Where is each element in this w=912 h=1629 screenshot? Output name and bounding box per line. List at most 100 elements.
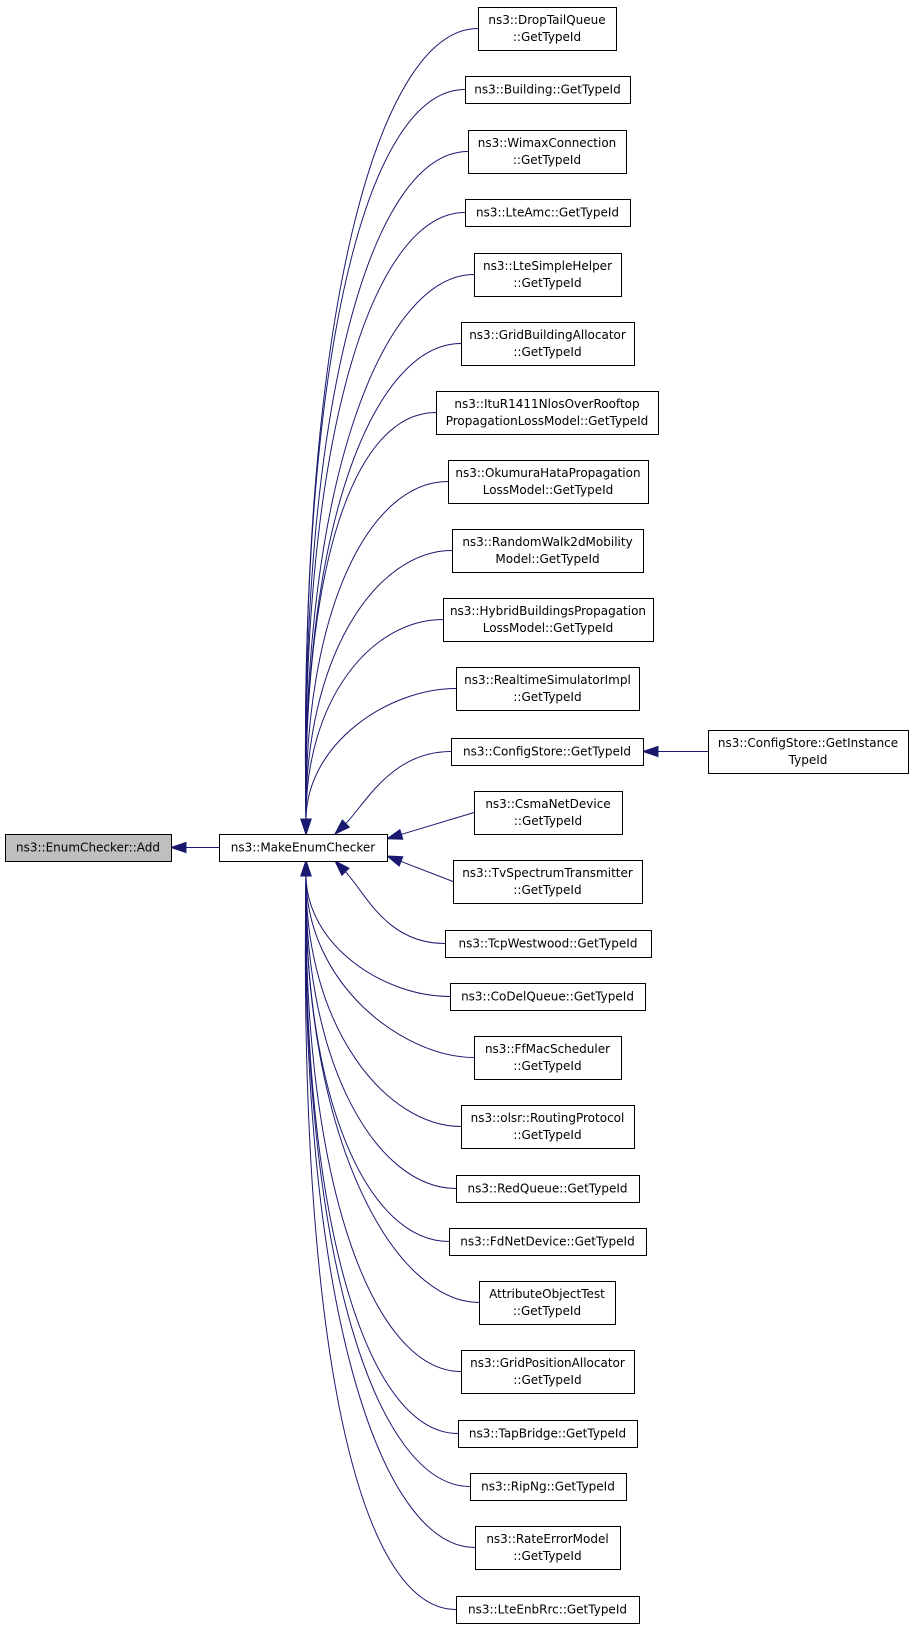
node-box [470,1473,627,1501]
node-lteenbrrc[interactable]: ns3::LteEnbRrc::GetTypeId [456,1596,640,1624]
node-box [449,1228,647,1256]
node-label: ns3::GridPositionAllocator [470,1356,625,1370]
node-droptailqueue[interactable]: ns3::DropTailQueue::GetTypeId [478,7,617,51]
edge-wimaxconnection-to-make-enum-checker [305,151,469,821]
node-redqueue[interactable]: ns3::RedQueue::GetTypeId [456,1175,640,1203]
edge-lteenbrrc-to-make-enum-checker [304,874,457,1610]
edge-attributeobjecttest-to-make-enum-checker [305,874,480,1303]
edge-lteamc-to-make-enum-checker [305,212,466,821]
node-label: AttributeObjectTest [489,1287,605,1301]
node-box [456,667,640,711]
node-box [5,834,172,862]
node-label: TypeId [788,753,828,767]
node-enumchecker-add[interactable]: ns3::EnumChecker::Add [5,834,172,862]
edge-rateerrormodel-to-make-enum-checker [305,874,476,1548]
node-box [468,130,627,174]
node-make-enum-checker[interactable]: ns3::MakeEnumChecker [219,834,388,862]
node-label: ns3::HybridBuildingsPropagation [450,604,646,618]
node-label: ns3::FdNetDevice::GetTypeId [460,1235,634,1249]
node-label: PropagationLossModel::GetTypeId [446,414,649,428]
node-box [479,1281,616,1325]
node-building[interactable]: ns3::Building::GetTypeId [465,76,631,104]
node-tcpwestwood[interactable]: ns3::TcpWestwood::GetTypeId [445,930,652,958]
edge-building-to-make-enum-checker [304,89,466,821]
node-okumurahata[interactable]: ns3::OkumuraHataPropagationLossModel::Ge… [448,460,649,504]
edge-itur1411-to-make-enum-checker [305,412,437,821]
node-box [452,529,644,573]
node-wimaxconnection[interactable]: ns3::WimaxConnection::GetTypeId [468,130,627,174]
edge-tvspectrum-to-make-enum-checker [399,860,454,882]
node-label: ns3::TapBridge::GetTypeId [469,1427,626,1441]
node-ltesimplehelper[interactable]: ns3::LteSimpleHelper::GetTypeId [474,253,622,297]
node-label: ::GetTypeId [513,1304,581,1318]
node-box [708,730,909,774]
node-itur1411[interactable]: ns3::ItuR1411NlosOverRooftopPropagationL… [436,391,659,435]
arrowhead-tcpwestwood-to-make-enum-checker [333,859,350,877]
node-label: ::GetTypeId [513,345,581,359]
node-label: ::GetTypeId [514,814,582,828]
node-label: ::GetTypeId [513,690,581,704]
node-lteamc[interactable]: ns3::LteAmc::GetTypeId [465,199,631,227]
node-label: ::GetTypeId [513,276,581,290]
node-label: ns3::MakeEnumChecker [231,841,376,855]
node-label: ::GetTypeId [513,153,581,167]
node-box [474,1036,622,1080]
node-codelqueue[interactable]: ns3::CoDelQueue::GetTypeId [450,983,646,1011]
arrowhead-csmanetdevice-to-make-enum-checker [385,828,404,840]
node-label: ns3::RateErrorModel [486,1532,608,1546]
arrowhead-realtimesimulator-to-make-enum-checker [300,818,312,836]
node-label: ns3::olsr::RoutingProtocol [471,1111,625,1125]
node-tvspectrum[interactable]: ns3::TvSpectrumTransmitter::GetTypeId [453,860,643,904]
edge-layer [169,28,708,1610]
node-label: LossModel::GetTypeId [483,483,614,497]
node-label: ::GetTypeId [513,883,581,897]
node-label: ns3::GridBuildingAllocator [469,328,626,342]
node-label: ns3::EnumChecker::Add [16,841,160,855]
edge-fdnetdevice-to-make-enum-checker [305,874,450,1242]
node-box [445,930,652,958]
node-label: ns3::RedQueue::GetTypeId [468,1182,628,1196]
node-label: ns3::LteAmc::GetTypeId [476,206,619,220]
node-box [474,791,623,835]
node-box [461,322,635,366]
node-rateerrormodel[interactable]: ns3::RateErrorModel::GetTypeId [475,1526,621,1570]
node-ffmacscheduler[interactable]: ns3::FfMacScheduler::GetTypeId [474,1036,622,1080]
node-randomwalk2d[interactable]: ns3::RandomWalk2dMobilityModel::GetTypeI… [452,529,644,573]
node-box [461,1105,635,1149]
edge-gridpositionallocator-to-make-enum-checker [305,874,462,1372]
edge-realtimesimulator-to-make-enum-checker [305,688,457,821]
node-label: ns3::TcpWestwood::GetTypeId [459,937,638,951]
node-box [451,738,644,766]
node-label: ns3::ConfigStore::GetInstance [718,736,898,750]
node-ripng[interactable]: ns3::RipNg::GetTypeId [470,1473,627,1501]
edge-tcpwestwood-to-make-enum-checker [344,870,446,944]
node-gridbuildingallocator[interactable]: ns3::GridBuildingAllocator::GetTypeId [461,322,635,366]
node-box [465,76,631,104]
node-box [465,199,631,227]
node-olsr[interactable]: ns3::olsr::RoutingProtocol::GetTypeId [461,1105,635,1149]
node-label: ns3::FfMacScheduler [485,1042,610,1056]
node-tapbridge[interactable]: ns3::TapBridge::GetTypeId [458,1420,638,1448]
node-attributeobjecttest[interactable]: AttributeObjectTest::GetTypeId [479,1281,616,1325]
node-box [443,598,654,642]
edge-redqueue-to-make-enum-checker [305,874,457,1189]
edge-olsr-to-make-enum-checker [305,874,462,1127]
edge-hybridbuildings-to-make-enum-checker [305,619,444,821]
node-fdnetdevice[interactable]: ns3::FdNetDevice::GetTypeId [449,1228,647,1256]
node-box [475,1526,621,1570]
edge-codelqueue-to-make-enum-checker [305,874,451,997]
node-hybridbuildings[interactable]: ns3::HybridBuildingsPropagationLossModel… [443,598,654,642]
edge-ffmacscheduler-to-make-enum-checker [305,874,475,1058]
node-label: ns3::WimaxConnection [478,136,617,150]
node-label: ::GetTypeId [513,1549,581,1563]
node-realtimesimulator[interactable]: ns3::RealtimeSimulatorImpl::GetTypeId [456,667,640,711]
node-csmanetdevice[interactable]: ns3::CsmaNetDevice::GetTypeId [474,791,623,835]
edge-okumurahata-to-make-enum-checker [305,481,449,821]
node-label: ::GetTypeId [513,1059,581,1073]
node-gridpositionallocator[interactable]: ns3::GridPositionAllocator::GetTypeId [461,1350,635,1394]
node-box [448,460,649,504]
node-label: ns3::TvSpectrumTransmitter [462,866,633,880]
node-configstore[interactable]: ns3::ConfigStore::GetTypeId [451,738,644,766]
